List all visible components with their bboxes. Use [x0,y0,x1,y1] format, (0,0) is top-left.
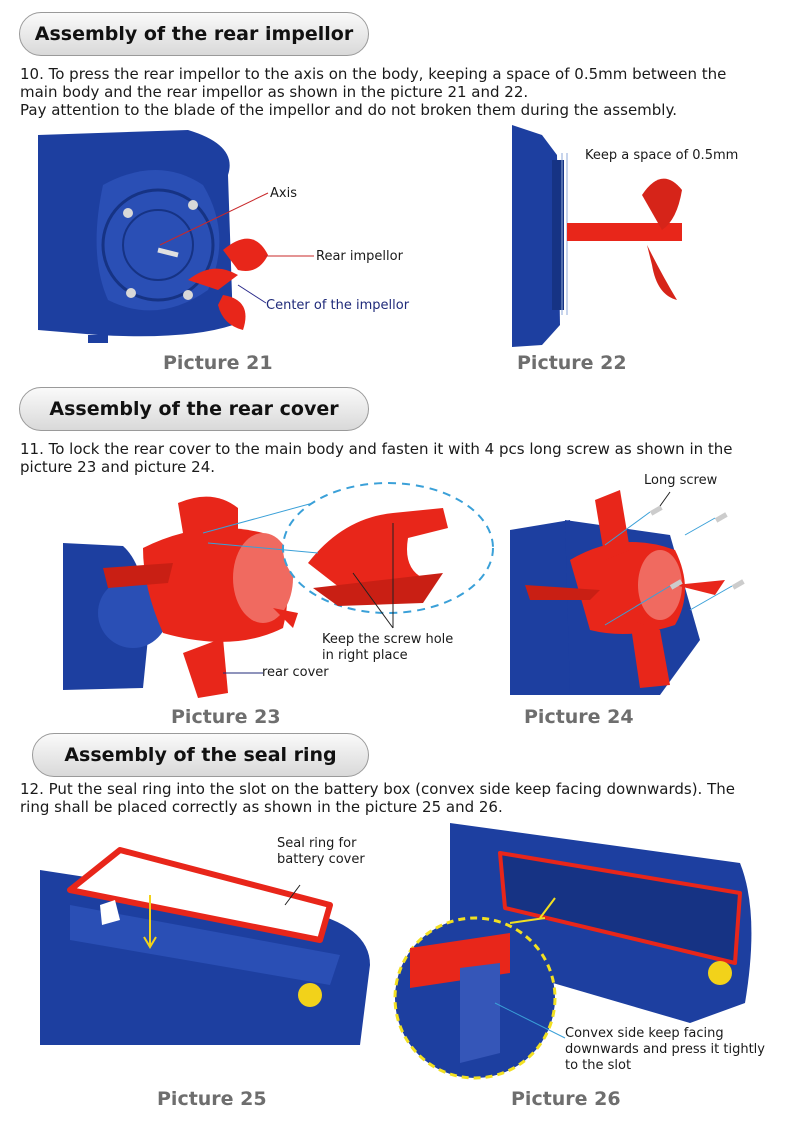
section-heading-rear-cover: Assembly of the rear cover [19,387,369,431]
instruction-text-12: 12. Put the seal ring into the slot on t… [20,780,780,816]
label-line: battery cover [277,852,365,868]
section-heading-seal-ring: Assembly of the seal ring [32,733,369,777]
section-heading-rear-impellor: Assembly of the rear impellor [19,12,369,56]
paragraph-line: Pay attention to the blade of the impell… [20,101,780,119]
paragraph-line: 11. To lock the rear cover to the main b… [20,440,780,458]
label-convex-side: Convex side keep facing downwards and pr… [565,1026,765,1074]
caption-picture-25: Picture 25 [157,1088,267,1110]
picture-25-illustration [40,845,390,1050]
paragraph-line: 10. To press the rear impellor to the ax… [20,65,780,83]
instruction-text-11: 11. To lock the rear cover to the main b… [20,440,780,476]
label-long-screw: Long screw [644,473,717,489]
label-line: Convex side keep facing [565,1026,765,1042]
label-line: downwards and press it tightly [565,1042,765,1058]
paragraph-line: ring shall be placed correctly as shown … [20,798,780,816]
picture-24-illustration [510,490,760,695]
label-keep-space: Keep a space of 0.5mm [585,148,738,164]
paragraph-line: 12. Put the seal ring into the slot on t… [20,780,780,798]
caption-picture-22: Picture 22 [517,352,627,374]
label-center-of-impellor: Center of the impellor [266,298,409,314]
label-line: Seal ring for [277,836,365,852]
instruction-text-10: 10. To press the rear impellor to the ax… [20,65,780,119]
label-rear-cover: rear cover [262,665,329,681]
caption-picture-24: Picture 24 [524,706,634,728]
caption-picture-23: Picture 23 [171,706,281,728]
label-line: to the slot [565,1058,765,1074]
label-seal-ring: Seal ring for battery cover [277,836,365,868]
label-rear-impellor: Rear impellor [316,249,403,265]
label-line: in right place [322,648,453,664]
caption-picture-26: Picture 26 [511,1088,621,1110]
label-line: Keep the screw hole [322,632,453,648]
paragraph-line: main body and the rear impellor as shown… [20,83,780,101]
label-keep-screw-hole: Keep the screw hole in right place [322,632,453,664]
label-axis: Axis [270,186,297,202]
caption-picture-21: Picture 21 [163,352,273,374]
picture-21-illustration [38,125,418,355]
